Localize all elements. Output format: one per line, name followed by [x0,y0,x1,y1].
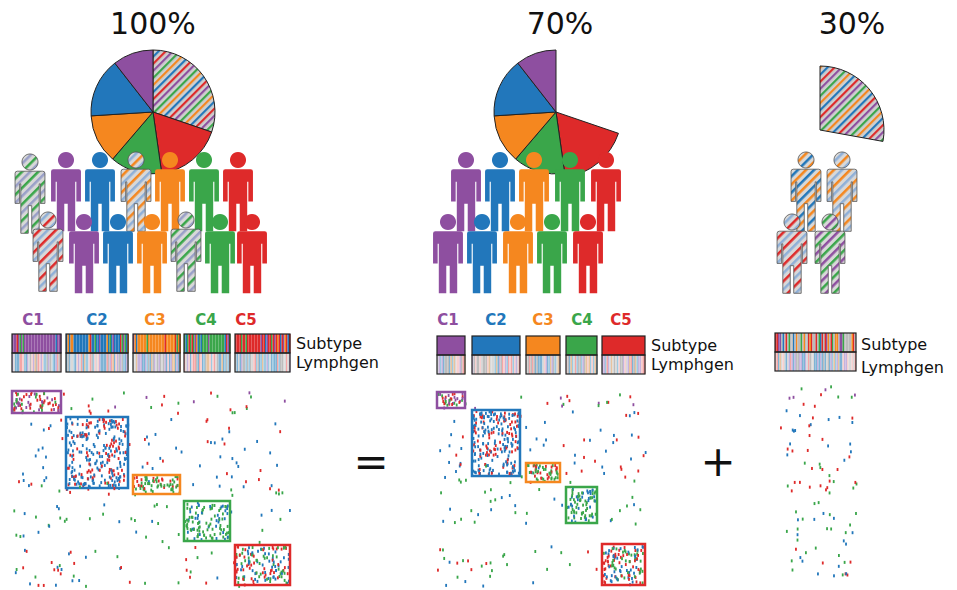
patient-icons [15,152,857,293]
mutation-matrix [12,391,291,588]
annotation-track [437,336,646,374]
cluster-label: C4 [571,313,592,328]
percent-label: 70% [527,9,594,39]
cluster-label: C2 [485,313,506,328]
percent-label: 30% [819,9,886,39]
track-label: Subtype [861,337,927,353]
cluster-label: C3 [144,313,165,328]
cluster-label: C3 [532,313,553,328]
track-label: Lymphgen [651,357,734,373]
cluster-label: C5 [610,313,631,328]
cluster-label: C4 [195,313,216,328]
cluster-label: C1 [22,313,43,328]
operator-symbol: + [700,441,735,483]
cluster-label: C5 [235,313,256,328]
operator-symbol: = [353,441,388,483]
annotation-track [12,334,291,372]
track-label: Subtype [296,336,362,352]
track-label: Lymphgen [861,360,944,376]
percent-label: 100% [110,9,196,39]
annotation-track [775,333,856,371]
pie-chart [91,50,215,174]
pie-wedge [820,66,884,141]
track-label: Lymphgen [296,355,379,371]
cluster-label: C1 [437,313,458,328]
mutation-matrix [780,385,857,577]
cluster-label: C2 [86,313,107,328]
track-label: Subtype [651,338,717,354]
mutation-matrix [437,392,647,588]
